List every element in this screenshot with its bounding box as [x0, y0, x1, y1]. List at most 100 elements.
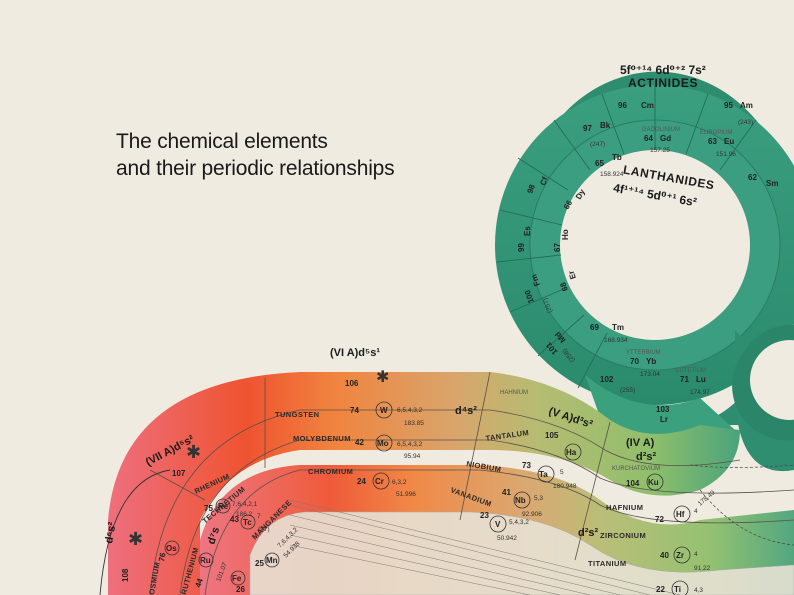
svg-text:YTTERBIUM: YTTERBIUM	[626, 350, 661, 356]
svg-text:Zr: Zr	[676, 551, 684, 560]
fan-lines	[289, 499, 681, 595]
cell-lr: 103 Lr	[656, 405, 670, 424]
asterisk-icon: ✱	[128, 529, 143, 549]
svg-text:Es: Es	[523, 226, 532, 236]
svg-text:GADOLINIUM: GADOLINIUM	[642, 127, 680, 133]
svg-text:KURCHATOVIUM: KURCHATOVIUM	[612, 466, 660, 472]
svg-text:Mn: Mn	[266, 556, 278, 565]
svg-text:(243): (243)	[738, 119, 753, 126]
svg-text:42: 42	[355, 438, 364, 447]
svg-text:Am: Am	[740, 101, 753, 110]
cell-ti: TITANIUM 22 Ti 4,3	[588, 559, 703, 595]
cell-tb: 65 Tb 158.924	[595, 153, 624, 178]
svg-text:43: 43	[230, 515, 239, 524]
cell-fm: 100 Fm (257)	[523, 273, 554, 314]
cell-es: 99 Es	[517, 226, 532, 252]
svg-text:W: W	[380, 406, 388, 415]
svg-text:Fe: Fe	[232, 574, 242, 583]
actinides-config: 5f⁰⁺¹⁴ 6d⁰⁺² 7s²	[620, 63, 706, 77]
cell-zr: ZIRCONIUM 40 Zr 4 91.22	[600, 531, 711, 572]
title-line-1: The chemical elements	[116, 130, 328, 153]
svg-text:Lu: Lu	[696, 375, 706, 384]
cell-sm: 62 Sm	[748, 173, 778, 188]
cell-no: 102 (255)	[600, 375, 635, 394]
svg-text:Fm: Fm	[529, 273, 542, 287]
svg-text:102: 102	[600, 375, 614, 384]
svg-text:Ta: Ta	[539, 470, 548, 479]
svg-text:72: 72	[655, 515, 664, 524]
cell-lu: LUTETIUM 71 Lu 174.97	[676, 368, 710, 396]
d6s2-label: d⁶s²	[103, 521, 119, 545]
svg-text:99: 99	[517, 243, 526, 252]
svg-text:Lr: Lr	[660, 415, 668, 424]
svg-text:Os: Os	[166, 544, 177, 553]
band-shape	[108, 372, 740, 595]
svg-text:4: 4	[694, 508, 698, 515]
svg-text:Cm: Cm	[641, 101, 654, 110]
band-column-dividers	[149, 371, 611, 561]
svg-text:Bk: Bk	[600, 121, 611, 130]
left-bracket-line	[99, 469, 171, 595]
svg-text:Ku: Ku	[648, 478, 659, 487]
svg-text:74: 74	[350, 406, 359, 415]
group-via-label: (VI A)d⁵s¹	[330, 347, 380, 359]
svg-text:Mo: Mo	[377, 439, 389, 448]
svg-text:108: 108	[121, 568, 130, 582]
cell-108: 108 ✱	[121, 529, 143, 582]
svg-text:68: 68	[558, 280, 570, 292]
svg-text:26: 26	[236, 585, 245, 594]
cell-cf: 98 Cf	[525, 175, 549, 194]
svg-text:41: 41	[502, 488, 511, 497]
band-inner-lines	[249, 511, 794, 595]
svg-text:7: 7	[257, 513, 261, 520]
svg-text:183.85: 183.85	[404, 420, 424, 427]
svg-text:Tm: Tm	[612, 323, 624, 332]
svg-text:HAFNIUM: HAFNIUM	[606, 503, 643, 512]
svg-text:64: 64	[644, 134, 653, 143]
svg-text:69: 69	[590, 323, 599, 332]
svg-text:(97): (97)	[258, 526, 270, 533]
svg-text:157.25: 157.25	[650, 147, 670, 154]
svg-text:Tc: Tc	[243, 518, 252, 527]
svg-text:24: 24	[357, 477, 366, 486]
svg-text:Ho: Ho	[561, 229, 570, 240]
cell-yb: YTTERBIUM 70 Yb 173.04	[626, 350, 661, 378]
svg-text:HAHNIUM: HAHNIUM	[500, 390, 528, 396]
asterisk-icon: ✱	[376, 369, 389, 386]
svg-text:4,3: 4,3	[694, 587, 703, 594]
svg-text:Er: Er	[567, 269, 578, 280]
cell-cr: CHROMIUM 24 Cr 6,3,2 51.996	[308, 467, 416, 498]
svg-text:23: 23	[480, 511, 489, 520]
cell-106: 106 ✱	[345, 369, 389, 388]
svg-text:Cf: Cf	[538, 175, 549, 186]
d4s2-label: d⁴s²	[455, 405, 477, 417]
svg-text:EUROPIUM: EUROPIUM	[700, 130, 732, 136]
svg-text:(255): (255)	[620, 387, 635, 394]
svg-text:Eu: Eu	[724, 137, 734, 146]
svg-text:LUTETIUM: LUTETIUM	[676, 368, 706, 374]
cell-ho: 67 Ho	[553, 229, 570, 252]
svg-text:107: 107	[172, 469, 186, 478]
svg-text:Hf: Hf	[676, 510, 685, 519]
svg-text:Tb: Tb	[612, 153, 622, 162]
svg-text:Nb: Nb	[515, 496, 526, 505]
cell-107: 107 ✱	[172, 442, 201, 478]
d7s-label: d⁷s	[205, 526, 222, 546]
svg-text:63: 63	[708, 137, 717, 146]
group-iva-label: (IV A)	[626, 437, 655, 449]
svg-text:5,3: 5,3	[534, 495, 543, 502]
svg-text:5: 5	[560, 469, 564, 476]
d2s2-label: d²s²	[578, 527, 599, 539]
cell-105: HAHNIUM 105 Ha	[500, 390, 582, 461]
d-block-band: 106 ✱ TUNGSTEN 74 W 6,5,4,3,2 183.85 MOL…	[108, 369, 794, 595]
svg-text:51.996: 51.996	[396, 491, 416, 498]
svg-text:158.924: 158.924	[600, 171, 624, 178]
cell-fe: 26 Fe	[230, 570, 245, 594]
svg-text:173.04: 173.04	[640, 371, 660, 378]
svg-text:105: 105	[545, 431, 559, 440]
cell-tm: 69 Tm 168.934	[590, 323, 628, 344]
cell-cm: 96 Cm	[618, 101, 654, 110]
svg-text:MOLYBDENUM: MOLYBDENUM	[293, 434, 351, 443]
svg-text:44: 44	[193, 577, 205, 589]
